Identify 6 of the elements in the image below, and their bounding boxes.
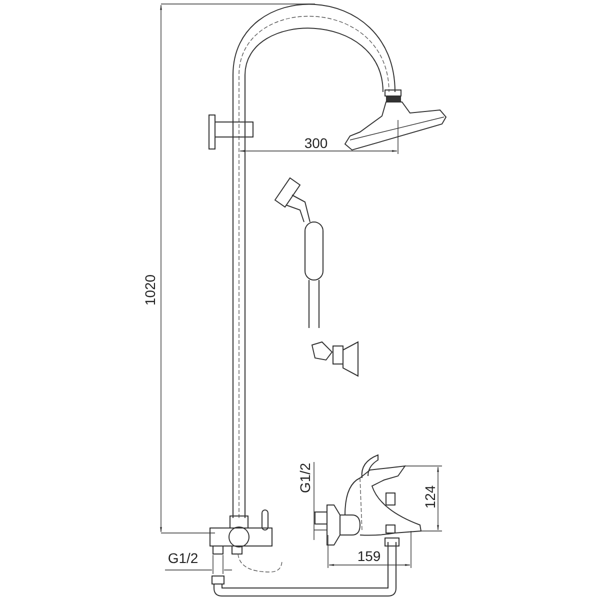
dimension-label: 1020: [143, 273, 157, 307]
dimension-label: 124: [423, 484, 437, 510]
dimension-label: 300: [303, 136, 329, 150]
dimension-label: G1/2: [166, 551, 200, 565]
dimension-label: G1/2: [298, 462, 312, 494]
dimension-label: 159: [356, 549, 382, 563]
